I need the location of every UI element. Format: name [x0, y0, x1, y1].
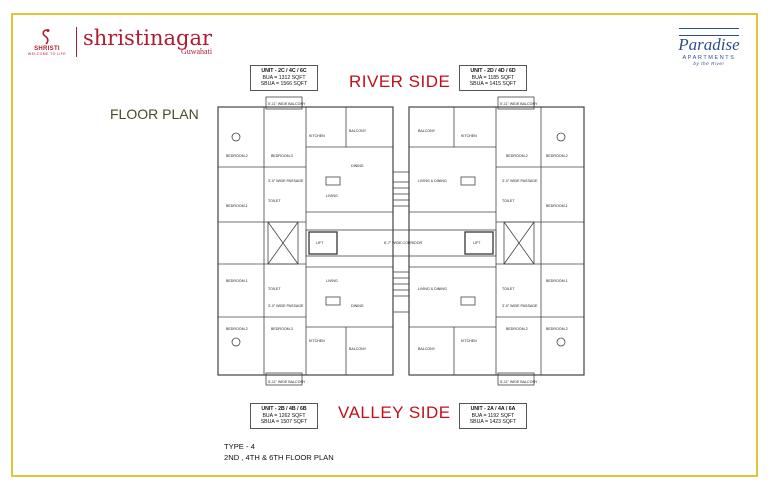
- paradise-byline: by the River: [693, 61, 725, 66]
- room-label: BEDROOM-1: [226, 279, 248, 283]
- room-label: LIVING & DINING: [418, 179, 447, 183]
- flamingo-icon: [42, 29, 50, 45]
- room-label: BEDROOM-3: [271, 327, 293, 331]
- project-city: Guwahati: [180, 47, 213, 56]
- room-label: 5'-11" WIDE BALCONY: [500, 102, 538, 106]
- unit-info-top-right: UNIT - 2D / 4D / 6D BUA = 1185 SQFT SBUA…: [459, 65, 527, 91]
- gold-border-frame: [11, 13, 758, 477]
- paradise-subtitle: APARTMENTS: [682, 55, 736, 61]
- lift-right: [464, 231, 494, 255]
- room-label: BEDROOM-2: [546, 154, 568, 158]
- room-label: BEDROOM-1: [546, 279, 568, 283]
- room-label: BEDROOM-2: [226, 154, 248, 158]
- room-label: 3'-0" WIDE PASSAGE: [502, 179, 538, 183]
- stair-core: [392, 171, 410, 313]
- room-label: BEDROOM-2: [506, 154, 528, 158]
- shaft-right: [503, 221, 535, 265]
- unit-sbua: SBUA = 1415 SQFT: [469, 81, 517, 88]
- room-label: TOILET: [268, 199, 281, 203]
- shaft-left: [267, 221, 299, 265]
- balcony-top-right: [497, 96, 535, 110]
- plan-floors: 2ND , 4TH & 6TH FLOOR PLAN: [224, 453, 334, 462]
- floor-plan-drawing: 5'-11" WIDE BALCONY 5'-11" WIDE BALCONY …: [217, 96, 585, 386]
- room-label: BEDROOM-3: [271, 154, 293, 158]
- balcony-bottom-left: [265, 372, 303, 386]
- valley-side-label: VALLEY SIDE: [338, 403, 451, 422]
- room-label: LIVING & DINING: [418, 287, 447, 291]
- unit-bua: BUA = 1312 SQFT: [262, 74, 306, 81]
- corridor-label: 6'-7" WIDE CORRIDOR: [384, 241, 423, 245]
- plan-type: TYPE - 4: [224, 442, 255, 451]
- unit-title: UNIT - 2C / 4C / 6C: [261, 68, 307, 74]
- paradise-logo: Paradise APARTMENTS by the River: [664, 28, 754, 66]
- room-label: BALCONY: [418, 129, 436, 133]
- unit-sbua: SBUA = 1423 SQFT: [469, 419, 517, 426]
- corridor: [305, 229, 497, 257]
- unit-info-bottom-left: UNIT - 2B / 4B / 6B BUA = 1262 SQFT SBUA…: [250, 403, 318, 429]
- brand-divider: [76, 27, 77, 57]
- room-label: BEDROOM-2: [506, 327, 528, 331]
- room-label: BALCONY: [349, 347, 367, 351]
- unit-info-top-left: UNIT - 2C / 4C / 6C BUA = 1312 SQFT SBUA…: [250, 65, 318, 91]
- unit-sbua: SBUA = 1507 SQFT: [260, 419, 308, 426]
- room-label: DINING: [351, 164, 364, 168]
- room-label: TOILET: [502, 199, 515, 203]
- unit-bua: BUA = 1192 SQFT: [471, 412, 515, 419]
- room-label: KITCHEN: [461, 134, 477, 138]
- plan-caption: TYPE - 4 2ND , 4TH & 6TH FLOOR PLAN: [224, 441, 334, 463]
- room-label: TOILET: [502, 287, 515, 291]
- room-label: 5'-11" WIDE BALCONY: [268, 380, 306, 384]
- room-label: BALCONY: [418, 347, 436, 351]
- shristi-mark: SHRISTI WELCOME TO LIFE: [24, 28, 70, 56]
- ornament-top-icon: [679, 28, 739, 36]
- unit-bua: BUA = 1185 SQFT: [471, 74, 515, 81]
- shristi-mark-name: SHRISTI: [34, 46, 60, 52]
- room-label: 3'-0" WIDE PASSAGE: [268, 304, 304, 308]
- shristi-logo: SHRISTI WELCOME TO LIFE shristinagar Guw…: [24, 24, 212, 60]
- room-label: KITCHEN: [309, 134, 325, 138]
- unit-info-bottom-right: UNIT - 2A / 4A / 6A BUA = 1192 SQFT SBUA…: [459, 403, 527, 429]
- room-label: DINING: [351, 304, 364, 308]
- unit-title: UNIT - 2A / 4A / 6A: [470, 406, 516, 412]
- room-label: TOILET: [268, 287, 281, 291]
- room-label: BEDROOM-1: [226, 204, 248, 208]
- floor-plan-heading: FLOOR PLAN: [110, 106, 199, 122]
- room-label: BEDROOM-2: [546, 327, 568, 331]
- shristi-mark-tagline: WELCOME TO LIFE: [27, 52, 67, 56]
- room-label: LIVING: [326, 279, 338, 283]
- room-label: 3'-0" WIDE PASSAGE: [502, 304, 538, 308]
- room-label: 3'-0" WIDE PASSAGE: [268, 179, 304, 183]
- room-label: 5'-11" WIDE BALCONY: [268, 102, 306, 106]
- room-label: BEDROOM-1: [546, 204, 568, 208]
- room-label: KITCHEN: [461, 339, 477, 343]
- paradise-title: Paradise: [678, 35, 740, 54]
- unit-title: UNIT - 2D / 4D / 6D: [470, 68, 516, 74]
- project-name: shristinagar: [83, 26, 213, 50]
- room-label: BALCONY: [349, 129, 367, 133]
- unit-bua: BUA = 1262 SQFT: [262, 412, 306, 419]
- balcony-bottom-right: [497, 372, 535, 386]
- room-label: BEDROOM-2: [226, 327, 248, 331]
- unit-title: UNIT - 2B / 4B / 6B: [261, 406, 307, 412]
- balcony-top-left: [265, 96, 303, 110]
- lift-label: LIFT: [316, 241, 324, 245]
- room-label: KITCHEN: [309, 339, 325, 343]
- lift-label: LIFT: [473, 241, 481, 245]
- unit-sbua: SBUA = 1566 SQFT: [260, 81, 308, 88]
- river-side-label: RIVER SIDE: [349, 72, 451, 91]
- room-label: 5'-11" WIDE BALCONY: [500, 380, 538, 384]
- room-label: LIVING: [326, 194, 338, 198]
- lift-left: [308, 231, 338, 255]
